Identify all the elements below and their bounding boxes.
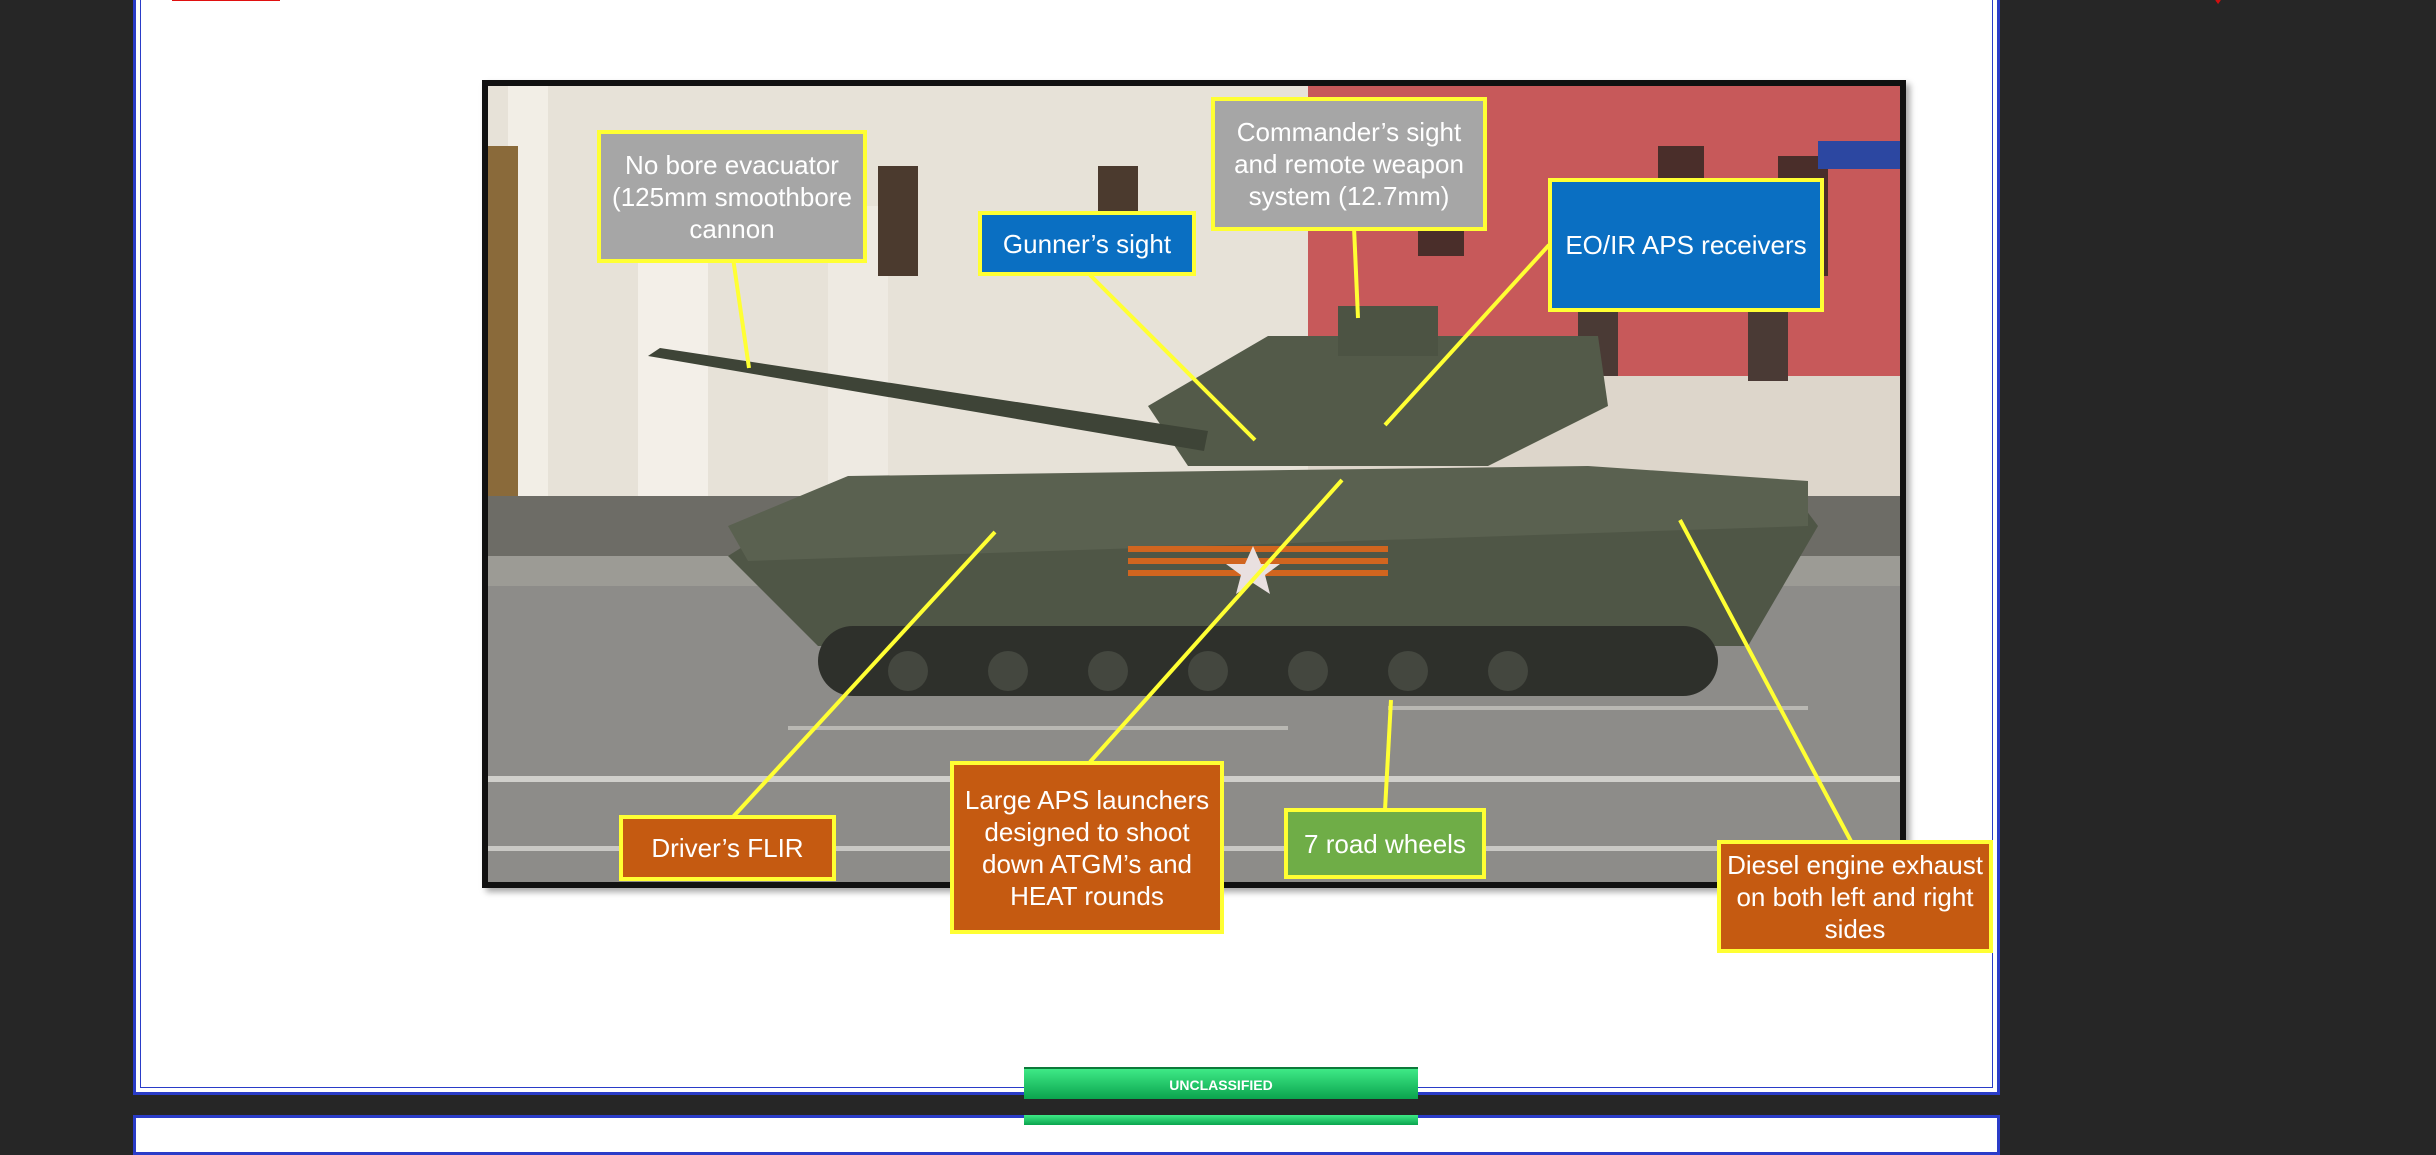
callout-drivers-flir-text: Driver’s FLIR (651, 833, 804, 863)
callout-large-aps-text: Large APS launchers designed to shoot do… (964, 784, 1210, 911)
callout-commanders-sight: Commander’s sight and remote weapon syst… (1211, 97, 1487, 231)
header-logo-icon: ♦ (2215, 0, 2222, 7)
callout-bore-evacuator-text: No bore evacuator (125mm smoothbore cann… (612, 149, 852, 244)
header-classification-mark (172, 0, 280, 5)
callout-leader-lines (730, 226, 1855, 846)
callout-large-aps: Large APS launchers designed to shoot do… (950, 761, 1224, 934)
callout-eo-ir-aps-text: EO/IR APS receivers (1565, 230, 1807, 260)
next-classification-banner (1024, 1115, 1418, 1125)
callout-gunners-sight-text: Gunner’s sight (1002, 228, 1172, 259)
callout-diesel-exhaust: Diesel engine exhaust on both left and r… (1717, 840, 1993, 953)
callout-gunners-sight: Gunner’s sight (978, 211, 1196, 276)
callout-eo-ir-aps: EO/IR APS receivers (1548, 178, 1824, 312)
classification-banner: UNCLASSIFIED (1024, 1067, 1418, 1099)
callout-diesel-exhaust-text: Diesel engine exhaust on both left and r… (1727, 849, 1983, 944)
callout-road-wheels: 7 road wheels (1284, 808, 1486, 879)
callout-drivers-flir: Driver’s FLIR (619, 815, 836, 881)
classification-label: UNCLASSIFIED (1169, 1077, 1273, 1093)
callout-commanders-sight-text: Commander’s sight and remote weapon syst… (1234, 117, 1464, 211)
callout-road-wheels-text: 7 road wheels (1304, 828, 1466, 859)
callout-bore-evacuator: No bore evacuator (125mm smoothbore cann… (597, 130, 867, 263)
